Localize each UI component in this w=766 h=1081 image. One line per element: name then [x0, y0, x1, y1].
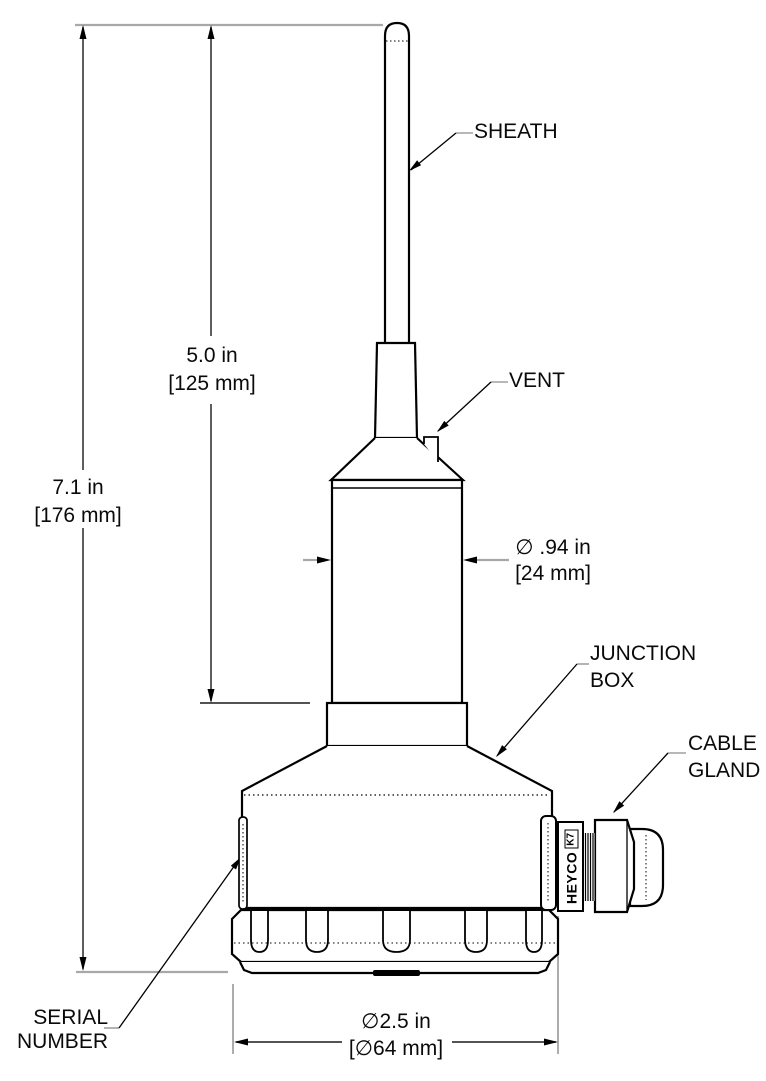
cap-diameter-dimension: ∅2.5 in [∅64 mm] [336, 1008, 456, 1062]
overall-height-mm: [176 mm] [34, 504, 122, 527]
conical-shoulder [328, 437, 466, 482]
serial-number-strip [238, 816, 248, 910]
cable-gland-arrow [613, 801, 625, 813]
sheath-length-dimension: 5.0 in [125 mm] [152, 342, 272, 398]
cap-slots [250, 911, 543, 953]
leader-stubs [104, 132, 686, 1029]
overall-height-dimension: 7.1 in [176 mm] [18, 474, 138, 530]
sheath-label: SHEATH [474, 120, 558, 143]
gland-code-text: K7 [563, 829, 578, 849]
sheath-length-mm: [125 mm] [168, 372, 256, 395]
serial-number-label-line2: NUMBER [16, 1030, 108, 1053]
dimension-arrowheads [79, 25, 558, 1046]
leader-arrowheads [230, 160, 625, 870]
gland-hex-nut [593, 818, 636, 914]
dimension-lines [82, 27, 556, 1043]
cable-gland-label-line2: GLAND [688, 759, 761, 782]
cable-gland-assembly [540, 815, 665, 914]
junction-box-label-line1: JUNCTION [590, 642, 697, 665]
vent-label: VENT [509, 369, 566, 392]
body-diameter-in: ∅ .94 in [515, 536, 591, 559]
lower-ring [325, 701, 469, 748]
neck-collar [373, 341, 419, 440]
extension-lines [75, 23, 509, 974]
serial-number-label: SERIAL NUMBER [8, 1006, 108, 1054]
sheath-length-in: 5.0 in [186, 344, 238, 367]
bottom-center-tab [373, 970, 420, 976]
serial-number-label-line1: SERIAL [33, 1006, 108, 1029]
sheath-arrow [409, 160, 422, 171]
cable-gland-label-line1: CABLE [688, 732, 757, 755]
sheath-rod [383, 21, 411, 343]
junction-box-label-line2: BOX [590, 669, 635, 692]
body-diameter-dimension: ∅ .94 in [24 mm] [493, 535, 613, 587]
gland-marking-block: HEYCO K7 [557, 821, 584, 912]
cable-gland-label: CABLE GLAND [688, 730, 760, 784]
knurled-cap-ring [230, 908, 560, 964]
cap-diameter-in: ∅2.5 in [361, 1010, 431, 1033]
overall-height-in: 7.1 in [52, 476, 104, 499]
gland-marking-rotated: HEYCO K7 [560, 824, 581, 909]
junction-box-arrow [496, 745, 507, 757]
vent-tab [423, 436, 439, 462]
body-diameter-mm: [24 mm] [515, 562, 591, 585]
leader-lines [118, 132, 669, 1029]
cylinder-body [330, 478, 464, 705]
gland-threads [584, 833, 595, 901]
cap-diameter-mm: [∅64 mm] [348, 1037, 444, 1060]
bottom-cap [239, 961, 551, 976]
junction-box-label: JUNCTION BOX [590, 640, 696, 694]
vent-arrow [437, 420, 449, 432]
gland-brand-text: HEYCO [562, 851, 579, 904]
junction-box-body [240, 745, 554, 910]
